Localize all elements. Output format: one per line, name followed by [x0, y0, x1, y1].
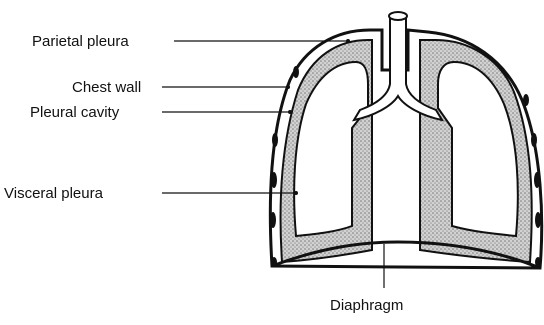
label-pleural-cavity: Pleural cavity	[30, 104, 120, 121]
label-chest-wall: Chest wall	[72, 79, 141, 96]
trachea-opening	[389, 12, 407, 20]
label-parietal-pleura: Parietal pleura	[32, 33, 129, 50]
label-visceral-pleura: Visceral pleura	[4, 185, 104, 202]
label-diaphragm: Diaphragm	[330, 297, 403, 314]
